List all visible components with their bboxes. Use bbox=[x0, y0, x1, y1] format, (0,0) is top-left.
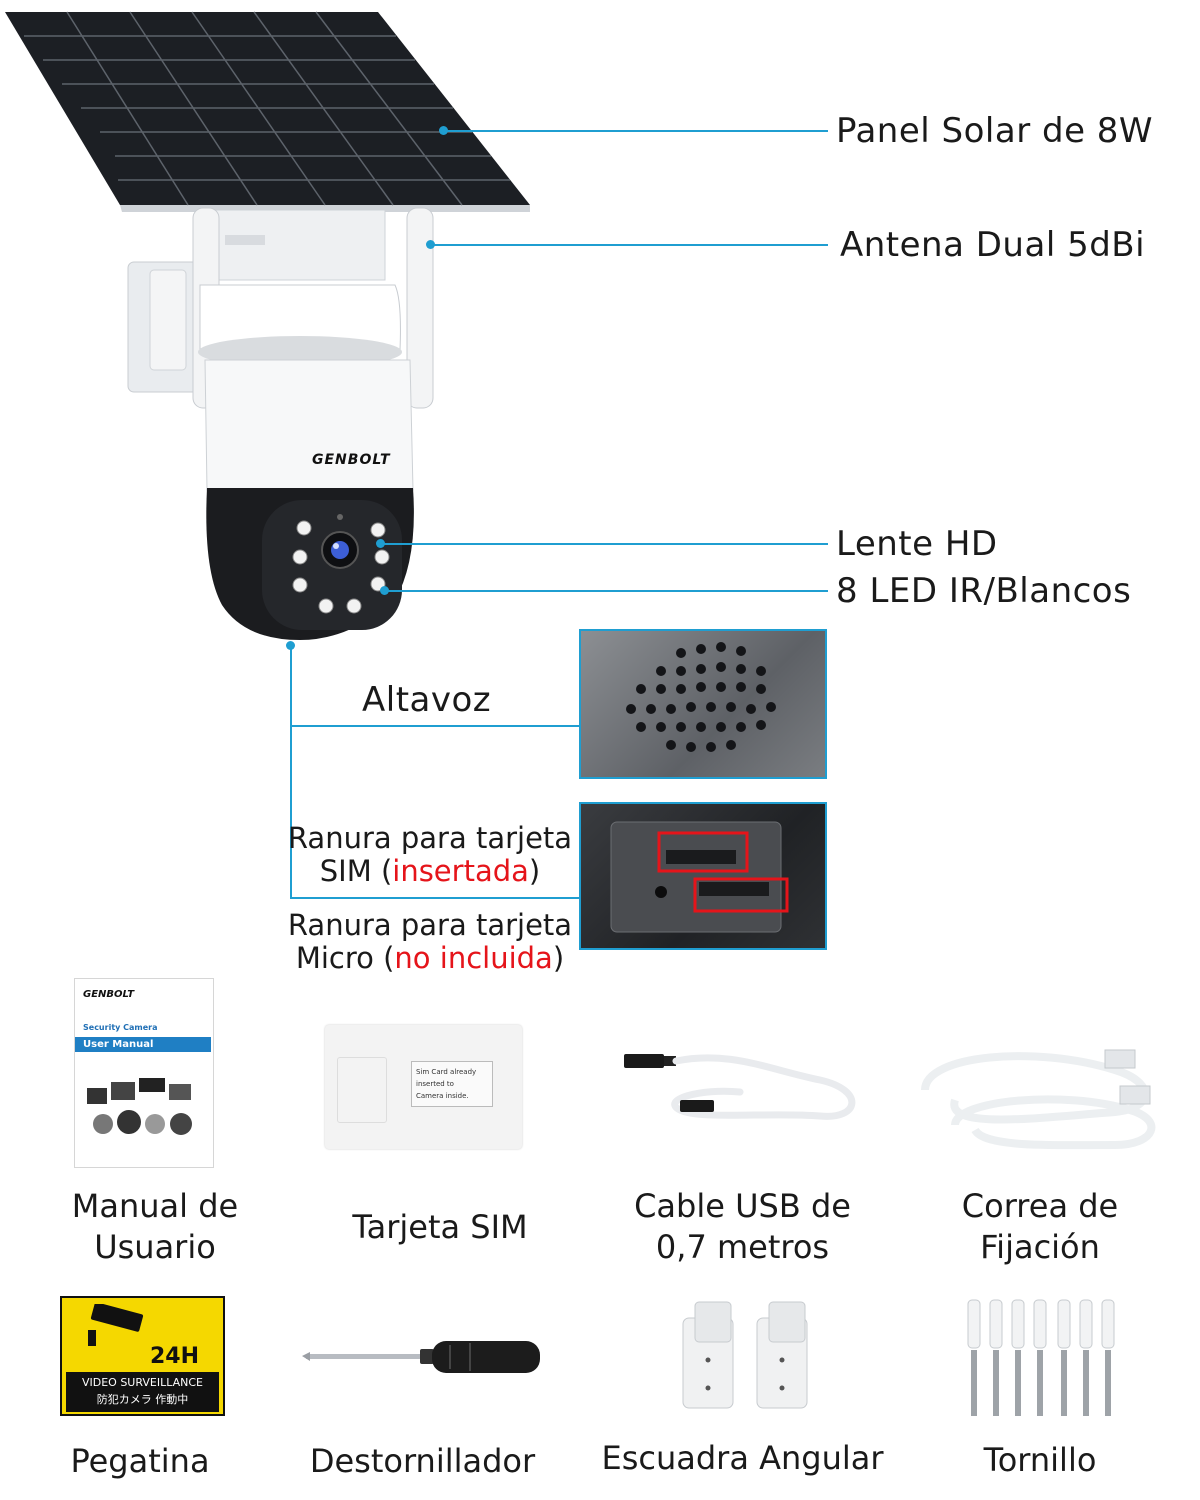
sim-slot-label-line1: Ranura para tarjeta bbox=[287, 821, 573, 855]
sim-slot-suffix: ) bbox=[528, 854, 541, 888]
accessory-label-usb-line2: 0,7 metros bbox=[655, 1228, 830, 1266]
card-slots-diagram bbox=[610, 821, 789, 933]
micro-slot-label-line1: Ranura para tarjeta bbox=[287, 908, 573, 942]
micro-slot-highlight: no incluida bbox=[394, 941, 553, 975]
sim-card-note: Sim Card already inserted to Camera insi… bbox=[411, 1061, 493, 1107]
accessory-label-bracket-line1: Escuadra Angular bbox=[601, 1439, 884, 1477]
accessory-label-manual-line1: Manual de bbox=[71, 1187, 239, 1225]
screwdriver-image bbox=[302, 1341, 540, 1373]
angle-bracket-image bbox=[682, 1301, 808, 1409]
accessory-label-sticker-line1: Pegatina bbox=[70, 1442, 210, 1480]
sticker-line2: 防犯カメラ 作動中 bbox=[96, 1393, 189, 1406]
micro-slot-suffix: ) bbox=[552, 941, 565, 975]
speaker-closeup-image bbox=[579, 629, 827, 779]
sim-note-line1: Sim Card already inserted to bbox=[416, 1068, 477, 1088]
camera-brand-logo: GENBOLT bbox=[312, 452, 391, 468]
callout-dot-antenna bbox=[426, 240, 435, 249]
accessory-label-usb: Cable USB de 0,7 metros bbox=[610, 1186, 875, 1268]
accessory-label-sticker: Pegatina bbox=[30, 1441, 250, 1482]
camera-illustration bbox=[5, 11, 530, 640]
sticker-camera-icon bbox=[88, 1304, 144, 1346]
lens-label: Lente HD bbox=[836, 524, 998, 564]
sticker-line1: VIDEO SURVEILLANCE bbox=[81, 1376, 204, 1389]
sim-slot-label-line2: SIM (insertada) bbox=[280, 855, 580, 888]
micro-slot-prefix: Micro ( bbox=[295, 941, 395, 975]
accessory-label-sim-line1: Tarjeta SIM bbox=[352, 1208, 528, 1246]
sim-note-line2: Camera inside. bbox=[416, 1092, 469, 1100]
antenna-label: Antena Dual 5dBi bbox=[840, 225, 1146, 265]
sticker-band: VIDEO SURVEILLANCE 防犯カメラ 作動中 bbox=[66, 1372, 219, 1412]
callout-line-led bbox=[385, 590, 828, 592]
sim-slot-label: Ranura para tarjeta SIM (insertada) bbox=[280, 822, 580, 888]
callout-dot-lens bbox=[376, 539, 385, 548]
callout-dot-solar bbox=[439, 126, 448, 135]
callout-dot-speaker bbox=[286, 641, 295, 650]
accessory-label-manual-line2: Usuario bbox=[94, 1228, 216, 1266]
sim-card-cutout bbox=[337, 1057, 387, 1123]
screws-image bbox=[967, 1299, 1115, 1416]
callout-line-antenna bbox=[431, 244, 828, 246]
manual-cameras-graphic bbox=[87, 1078, 192, 1135]
manual-subtitle: Security Camera bbox=[83, 1023, 158, 1032]
accessory-label-sim: Tarjeta SIM bbox=[315, 1207, 565, 1248]
card-slots-closeup-image bbox=[579, 802, 827, 950]
callout-line-vertical bbox=[290, 646, 292, 899]
user-manual-image: GENBOLT Security Camera User Manual bbox=[74, 978, 214, 1168]
surveillance-sticker-image: 24H VIDEO SURVEILLANCE 防犯カメラ 作動中 bbox=[60, 1296, 225, 1416]
callout-line-slot bbox=[290, 897, 580, 899]
mounting-strap-image bbox=[921, 1049, 1156, 1150]
speaker-label: Altavoz bbox=[362, 680, 492, 720]
accessory-label-strap-line1: Correa de bbox=[961, 1187, 1119, 1225]
accessory-label-strap: Correa de Fijación bbox=[920, 1186, 1160, 1268]
lens-image bbox=[321, 531, 359, 569]
accessory-label-usb-line1: Cable USB de bbox=[634, 1187, 851, 1225]
sim-slot-prefix: SIM ( bbox=[319, 854, 393, 888]
sim-slot-highlight: insertada bbox=[392, 854, 529, 888]
accessory-label-bracket: Escuadra Angular bbox=[580, 1438, 905, 1479]
usb-cable-image bbox=[624, 1054, 856, 1120]
accessory-label-manual: Manual de Usuario bbox=[40, 1186, 270, 1268]
solar-panel-image bbox=[5, 11, 530, 212]
led-label: 8 LED IR/Blancos bbox=[836, 571, 1132, 611]
callout-line-lens bbox=[381, 543, 828, 545]
sim-card-image: Sim Card already inserted to Camera insi… bbox=[325, 1025, 522, 1149]
manual-title: User Manual bbox=[75, 1037, 211, 1052]
micro-slot-label-line2: Micro (no incluida) bbox=[280, 942, 580, 975]
callout-line-speaker bbox=[290, 725, 580, 727]
sticker-hours: 24H bbox=[150, 1344, 200, 1369]
accessory-label-strap-line2: Fijación bbox=[980, 1228, 1100, 1266]
accessory-label-screw: Tornillo bbox=[930, 1440, 1150, 1481]
manual-brand-logo: GENBOLT bbox=[83, 989, 135, 1000]
accessory-label-screwdriver: Destornillador bbox=[290, 1441, 555, 1482]
callout-dot-led bbox=[380, 586, 389, 595]
led-array-image bbox=[292, 520, 390, 614]
micro-slot-label: Ranura para tarjeta Micro (no incluida) bbox=[280, 909, 580, 975]
accessory-label-screwdriver-line1: Destornillador bbox=[309, 1442, 536, 1480]
speaker-grille bbox=[626, 642, 776, 752]
callout-line-solar bbox=[444, 130, 828, 132]
accessory-label-screw-line1: Tornillo bbox=[983, 1441, 1097, 1479]
solar-panel-label: Panel Solar de 8W bbox=[836, 111, 1154, 151]
